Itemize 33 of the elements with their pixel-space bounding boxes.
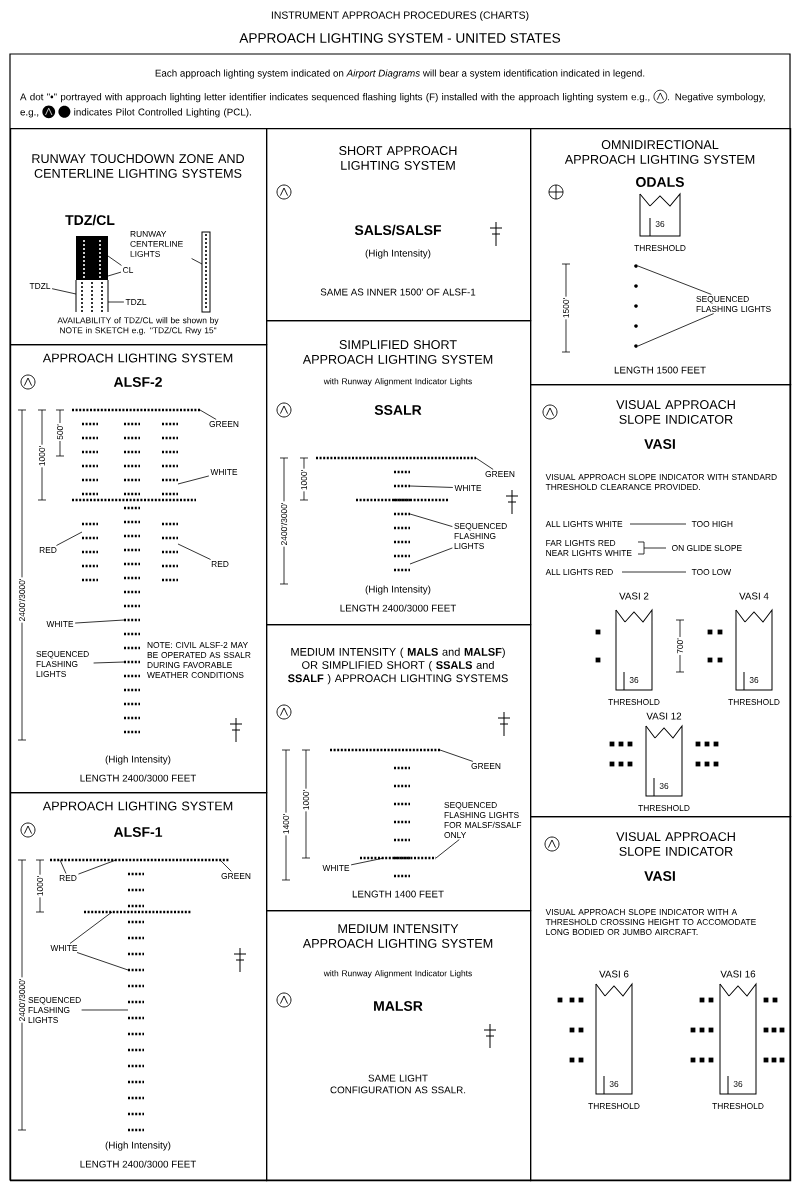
leader-line [191,258,203,265]
leader-line [56,531,83,546]
leader-line [76,952,129,971]
leader-line [177,543,211,560]
leader-line [637,265,712,295]
leader-line [51,288,77,295]
flashing-lights-drawing [124,590,140,734]
leader-line [475,457,494,470]
leader-line [439,749,474,762]
touchdown-zone-drawing [75,236,109,313]
leader-line [74,619,125,624]
approach-lights-drawing [360,766,436,878]
leader-line [219,859,232,872]
approach-lights-drawing [84,872,192,1132]
leader-line [69,911,113,944]
approach-lights-drawing [356,470,448,572]
leader-line [350,857,385,866]
leader-line [199,409,217,420]
leader-line [93,661,125,664]
leader-line [409,485,454,488]
leader-line [637,313,715,347]
leader-line [81,1009,129,1011]
leader-line [409,547,453,565]
leader-line [107,255,122,266]
leader-line [177,475,210,485]
leader-line [435,839,460,859]
leader-line [107,271,122,277]
leader-line [409,513,453,527]
leader-line [59,859,67,874]
approach-lights-drawing [72,408,200,582]
leader-line [78,859,117,875]
centerline-lights-drawing [201,231,211,313]
leader-line [107,301,125,303]
